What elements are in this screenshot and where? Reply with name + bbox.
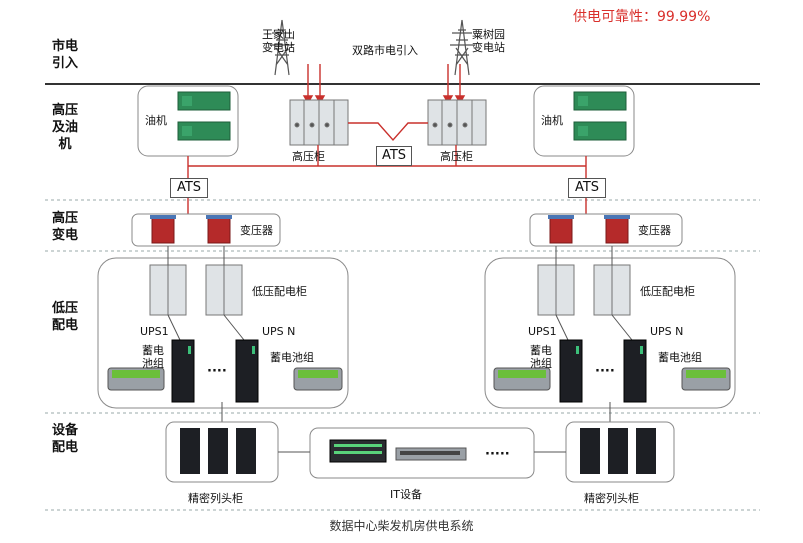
red-bus-lines xyxy=(187,145,587,214)
battery-label-right-a: 蓄电 池组 xyxy=(530,344,552,370)
lv-cabinet-label-left: 低压配电柜 xyxy=(252,285,307,298)
rack-label-right: 精密列头柜 xyxy=(584,492,639,505)
transformer-cap-icon xyxy=(150,215,630,219)
row-label-eq: 设备 配电 xyxy=(51,423,78,455)
tie-line xyxy=(348,122,428,142)
hv-cabinet-icon xyxy=(427,99,487,146)
battery-label-right-b: 蓄电池组 xyxy=(658,351,702,364)
upsn-label-right: UPS N xyxy=(650,325,684,338)
dual-feed-label: 双路市电引入 xyxy=(352,44,418,57)
transmission-tower-icon xyxy=(450,19,474,76)
ups-icon xyxy=(171,339,647,403)
generator-icon xyxy=(177,91,231,141)
row-label-hv: 高压 及油 机 xyxy=(51,103,78,152)
substation-left-label: 王家山 变电站 xyxy=(262,28,295,54)
generator-label-right: 油机 xyxy=(541,114,563,127)
lv-cabinet-detail xyxy=(167,265,613,315)
figure-caption: 数据中心柴发机房供电系统 xyxy=(329,519,474,533)
battery-label-left-a: 蓄电 池组 xyxy=(142,344,164,370)
substation-right-label: 粟树园 变电站 xyxy=(472,28,505,54)
row-label-lv: 低压 配电 xyxy=(51,301,78,333)
ups1-label-left: UPS1 xyxy=(140,325,169,338)
ats-right: ATS xyxy=(568,178,606,198)
hv-cabinet-label-right: 高压柜 xyxy=(440,150,473,163)
battery-icon xyxy=(107,367,731,391)
lv-cabinet-label-right: 低压配电柜 xyxy=(640,285,695,298)
ups1-label-right: UPS1 xyxy=(528,325,557,338)
lv-cabinet-icon xyxy=(149,264,631,316)
rack-label-left: 精密列头柜 xyxy=(188,492,243,505)
reliability-text: 供电可靠性：99.99% xyxy=(573,9,711,25)
eq-feed-lines xyxy=(221,402,611,422)
battery-label-left-b: 蓄电池组 xyxy=(270,351,314,364)
generator-icon xyxy=(573,91,627,141)
hv-cabinet-icon xyxy=(289,99,349,146)
row-label-grid: 市电 引入 xyxy=(51,39,78,71)
it-dots: ····· xyxy=(485,447,510,462)
transformer-label-right: 变压器 xyxy=(638,224,671,237)
server-icon xyxy=(329,439,467,463)
generator-label-left: 油机 xyxy=(145,114,167,127)
upsn-label-left: UPS N xyxy=(262,325,296,338)
lv-ups-lines xyxy=(167,246,633,341)
ats-center: ATS xyxy=(376,146,412,166)
rack-icon xyxy=(180,428,656,474)
ups-led xyxy=(188,346,643,354)
ats-left: ATS xyxy=(170,178,208,198)
transformer-icon xyxy=(151,216,629,244)
ups-dots-right: ···· xyxy=(595,364,615,379)
ups-dots-left: ···· xyxy=(207,364,227,379)
transmission-tower-icon xyxy=(270,19,294,76)
transformer-label-left: 变压器 xyxy=(240,224,273,237)
row-label-hvt: 高压 变电 xyxy=(51,211,78,243)
hv-cabinet-label-left: 高压柜 xyxy=(292,150,325,163)
it-label: IT设备 xyxy=(390,488,422,501)
